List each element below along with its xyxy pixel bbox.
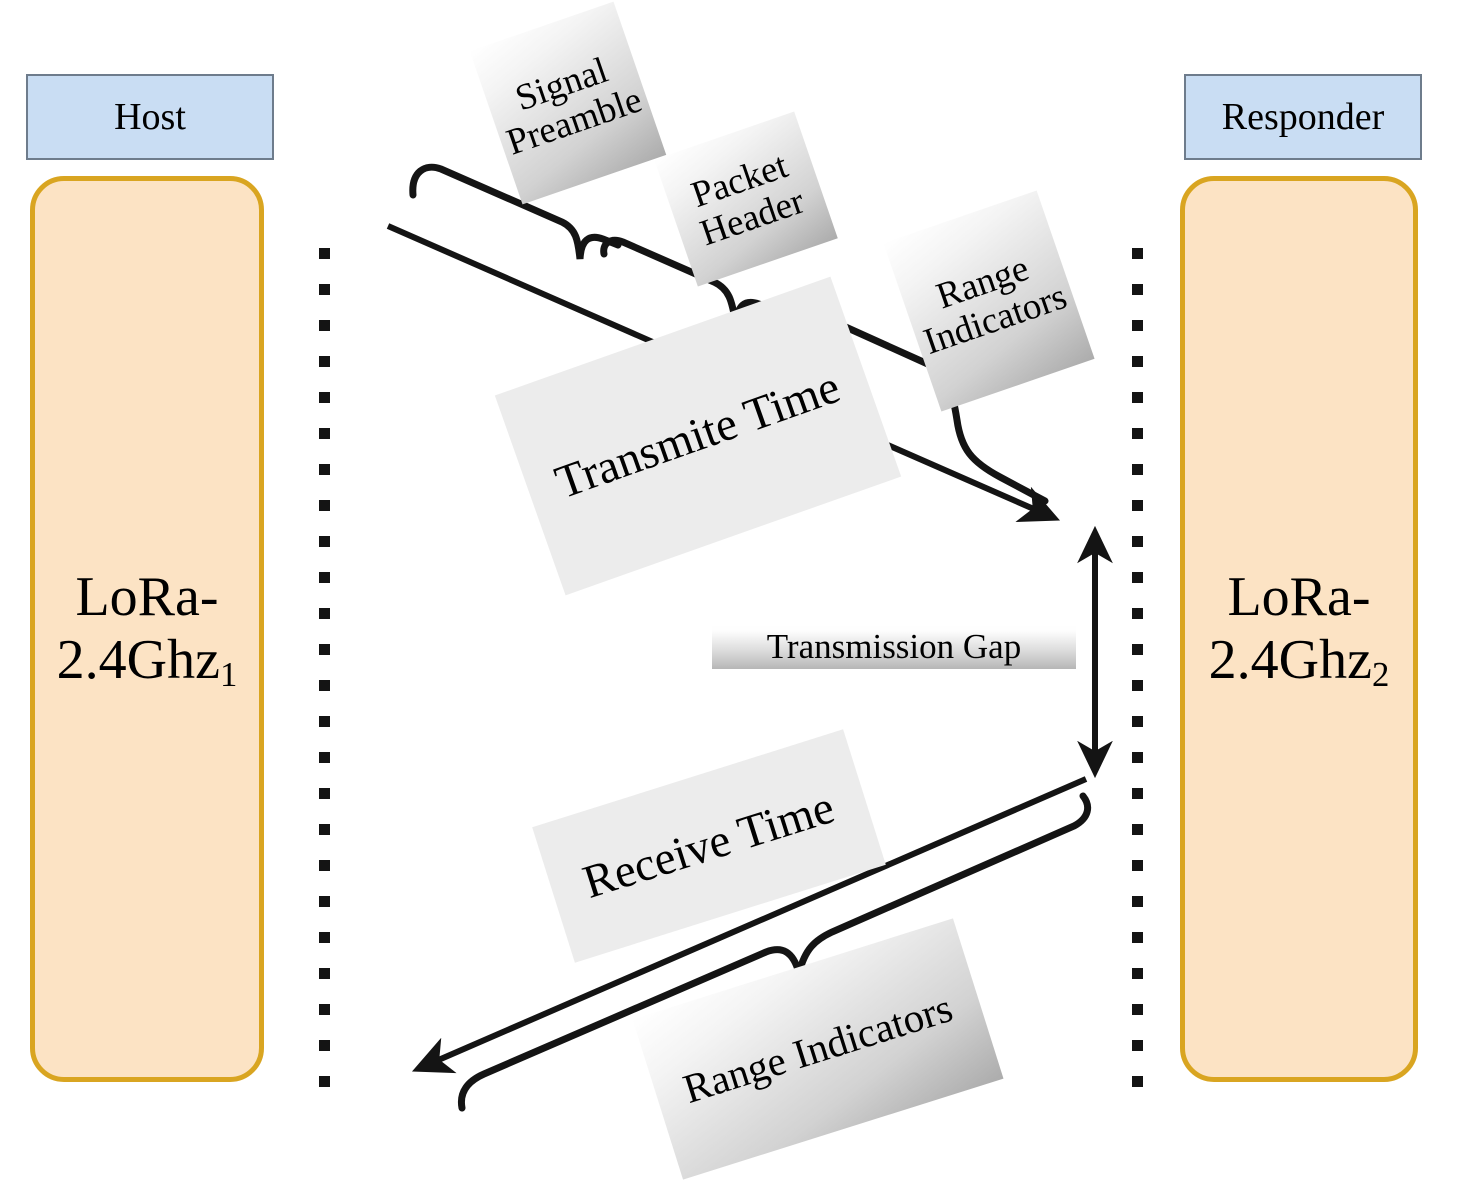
lifeline-dot bbox=[1132, 572, 1143, 583]
lifeline-dot bbox=[319, 500, 330, 511]
lifeline-dot bbox=[1132, 932, 1143, 943]
lifeline-dot bbox=[1132, 284, 1143, 295]
lifeline-dot bbox=[1132, 1004, 1143, 1015]
responder-device-prefix: LoRa- bbox=[1227, 566, 1371, 629]
label-transmission-gap: Transmission Gap bbox=[712, 625, 1076, 669]
lifeline-dot bbox=[1132, 680, 1143, 691]
lifeline-dot bbox=[1132, 968, 1143, 979]
responder-device-label: LoRa-2.4Ghz2 bbox=[1208, 566, 1390, 694]
lifeline-dot bbox=[319, 1004, 330, 1015]
host-header-box: Host bbox=[26, 74, 274, 160]
lifeline-dot bbox=[319, 284, 330, 295]
lifeline-dot bbox=[1132, 644, 1143, 655]
responder-header-label: Responder bbox=[1221, 96, 1385, 138]
lifeline-dot bbox=[319, 752, 330, 763]
lifeline-dot bbox=[1132, 1076, 1143, 1087]
responder-lifeline bbox=[1132, 248, 1143, 1088]
responder-device-sub: 2 bbox=[1371, 654, 1390, 694]
responder-device-box: LoRa-2.4Ghz2 bbox=[1180, 176, 1418, 1082]
receive-arrow bbox=[411, 776, 1088, 1074]
lifeline-dot bbox=[319, 716, 330, 727]
lifeline-dot bbox=[319, 536, 330, 547]
responder-device-main: 2.4Ghz bbox=[1208, 629, 1372, 691]
brace-packet-header bbox=[600, 236, 780, 326]
lifeline-dot bbox=[319, 932, 330, 943]
lifeline-dot bbox=[319, 1040, 330, 1051]
lifeline-dot bbox=[1132, 608, 1143, 619]
lifeline-dot bbox=[1132, 896, 1143, 907]
lifeline-dot bbox=[319, 356, 330, 367]
host-device-prefix: LoRa- bbox=[75, 566, 219, 629]
host-header-label: Host bbox=[114, 96, 186, 138]
lifeline-dot bbox=[319, 1076, 330, 1087]
lifeline-dot bbox=[319, 464, 330, 475]
host-device-box: LoRa-2.4Ghz1 bbox=[30, 176, 264, 1082]
lifeline-dot bbox=[319, 644, 330, 655]
lifeline-dot bbox=[319, 824, 330, 835]
responder-header-box: Responder bbox=[1184, 74, 1422, 160]
lifeline-dot bbox=[319, 320, 330, 331]
lifeline-dot bbox=[319, 680, 330, 691]
lifeline-dot bbox=[1132, 824, 1143, 835]
lifeline-dot bbox=[319, 572, 330, 583]
lifeline-dot bbox=[319, 392, 330, 403]
lifeline-dot bbox=[1132, 716, 1143, 727]
lifeline-dot bbox=[319, 608, 330, 619]
host-lifeline bbox=[319, 248, 330, 1088]
brace-signal-preamble bbox=[409, 163, 622, 260]
lifeline-dot bbox=[1132, 500, 1143, 511]
host-device-label: LoRa-2.4Ghz1 bbox=[56, 566, 238, 694]
lifeline-dot bbox=[1132, 536, 1143, 547]
lifeline-dot bbox=[319, 248, 330, 259]
lifeline-dot bbox=[319, 860, 330, 871]
host-device-main: 2.4Ghz bbox=[56, 629, 220, 691]
lifeline-dot bbox=[1132, 392, 1143, 403]
lifeline-dot bbox=[1132, 860, 1143, 871]
lifeline-dot bbox=[319, 968, 330, 979]
lifeline-dot bbox=[1132, 428, 1143, 439]
lifeline-dot bbox=[1132, 1040, 1143, 1051]
lifeline-dot bbox=[1132, 320, 1143, 331]
lifeline-dot bbox=[1132, 464, 1143, 475]
lifeline-dot bbox=[1132, 356, 1143, 367]
lifeline-dot bbox=[1132, 752, 1143, 763]
host-device-sub: 1 bbox=[219, 654, 238, 694]
lifeline-dot bbox=[319, 896, 330, 907]
lifeline-dot bbox=[1132, 248, 1143, 259]
lifeline-dot bbox=[1132, 788, 1143, 799]
lifeline-dot bbox=[319, 428, 330, 439]
lifeline-dot bbox=[319, 788, 330, 799]
